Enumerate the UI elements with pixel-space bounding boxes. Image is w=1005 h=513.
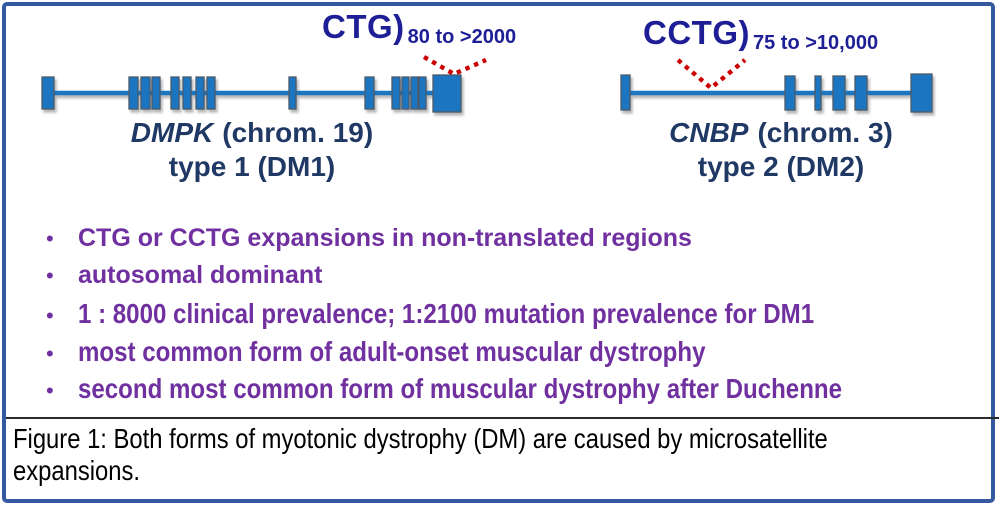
cnbp-gene-name-line: CNBP (chrom. 3) <box>620 116 942 150</box>
cnbp-chromosome: (chrom. 3) <box>757 117 893 148</box>
cnbp-gene-name: CNBP <box>669 117 749 148</box>
dmpk-type-label: type 1 (DM1) <box>168 151 336 182</box>
exon-box <box>140 76 151 110</box>
exon-box <box>41 76 55 110</box>
bullet-text: most common form of adult-onset muscular… <box>78 335 706 367</box>
dmpk-repeat-range: 80 to >2000 <box>407 26 517 48</box>
caption-divider-line <box>6 417 999 419</box>
bullet-item: • most common form of adult-onset muscula… <box>46 336 966 373</box>
bullet-dot-icon: • <box>46 226 54 251</box>
exon-box <box>418 76 427 110</box>
exon-box <box>206 76 216 110</box>
bullet-item: • 1 : 8000 clinical prevalence; 1:2100 mu… <box>46 298 966 335</box>
exon-box <box>195 76 205 110</box>
exon-box <box>620 74 631 111</box>
bullet-text: second most common form of muscular dyst… <box>78 372 843 404</box>
exon-box <box>910 73 933 113</box>
cnbp-gene-label: CNBP (chrom. 3) type 2 (DM2) <box>620 116 942 184</box>
cnbp-expansion-label: CCTG)75 to >10,000 <box>643 14 879 54</box>
exon-box <box>128 76 139 110</box>
figure-caption: Figure 1: Both forms of myotonic dystrop… <box>13 423 972 486</box>
exon-box <box>784 75 796 111</box>
exon-box <box>364 76 375 110</box>
dmpk-chromosome: (chrom. 19) <box>222 117 374 148</box>
bullet-dot-icon: • <box>46 303 54 329</box>
dmpk-repeat-label: CTG) <box>322 8 405 45</box>
exon-box <box>410 76 419 110</box>
exon-box <box>854 75 868 111</box>
bullet-item: • second most common form of muscular dys… <box>46 373 966 410</box>
exon-box <box>288 76 297 110</box>
cnbp-type-label: type 2 (DM2) <box>697 151 865 182</box>
expansion-pointer-icon <box>676 58 747 91</box>
bullet-list: • CTG or CCTG expansions in non-translate… <box>46 224 966 410</box>
caption-line-2: expansions. <box>13 454 141 486</box>
exon-box <box>401 76 410 110</box>
dmpk-gene-name-line: DMPK (chrom. 19) <box>92 116 412 150</box>
bullet-dot-icon: • <box>46 377 54 403</box>
cnbp-gene-structure <box>620 73 933 113</box>
gene-structure-svg <box>41 55 933 113</box>
bullet-text: 1 : 8000 clinical prevalence; 1:2100 mut… <box>78 298 815 330</box>
exon-box <box>391 76 401 110</box>
dmpk-gene-label: DMPK (chrom. 19) type 1 (DM1) <box>92 116 412 184</box>
bullet-item: • autosomal dominant <box>46 261 966 298</box>
bullet-dot-icon: • <box>46 340 54 366</box>
dmpk-gene-structure <box>41 74 462 113</box>
bullet-dot-icon: • <box>46 263 54 289</box>
caption-line-1: Figure 1: Both forms of myotonic dystrop… <box>13 423 828 454</box>
cnbp-repeat-label: CCTG) <box>643 14 750 51</box>
dmpk-gene-name: DMPK <box>130 117 214 148</box>
exon-box <box>832 75 846 111</box>
exon-box <box>151 76 161 110</box>
dmpk-expansion-label: CTG)80 to >2000 <box>322 8 517 48</box>
bullet-text: autosomal dominant <box>78 261 323 290</box>
expansion-pointer-icon <box>422 55 487 77</box>
bullet-text: CTG or CCTG expansions in non-translated… <box>78 224 692 252</box>
exon-box <box>814 75 822 111</box>
exon-box <box>182 76 192 110</box>
bullet-item: • CTG or CCTG expansions in non-translate… <box>46 224 966 261</box>
exon-box <box>432 74 462 113</box>
cnbp-repeat-range: 75 to >10,000 <box>752 32 879 54</box>
figure-border <box>2 2 995 503</box>
exon-box <box>170 76 180 110</box>
